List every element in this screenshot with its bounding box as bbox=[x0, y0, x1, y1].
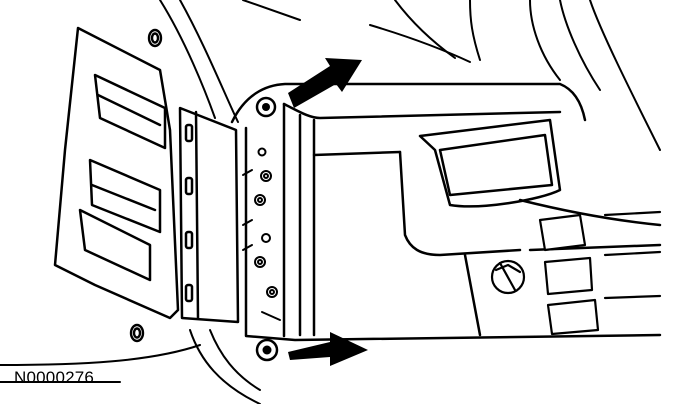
figure-id-label: N0000276 bbox=[14, 368, 95, 387]
lower-fastener-arrow-icon bbox=[288, 332, 368, 366]
upper-fastener bbox=[255, 96, 277, 118]
hinge-bracket bbox=[178, 106, 240, 324]
latch-area bbox=[490, 210, 662, 336]
lower-fastener bbox=[255, 338, 279, 362]
inner-panel bbox=[53, 26, 180, 320]
panel-grommets bbox=[129, 28, 163, 343]
background-outlines bbox=[0, 0, 661, 404]
upper-fastener-arrow-icon bbox=[288, 58, 362, 108]
bracket-holes bbox=[242, 147, 281, 321]
